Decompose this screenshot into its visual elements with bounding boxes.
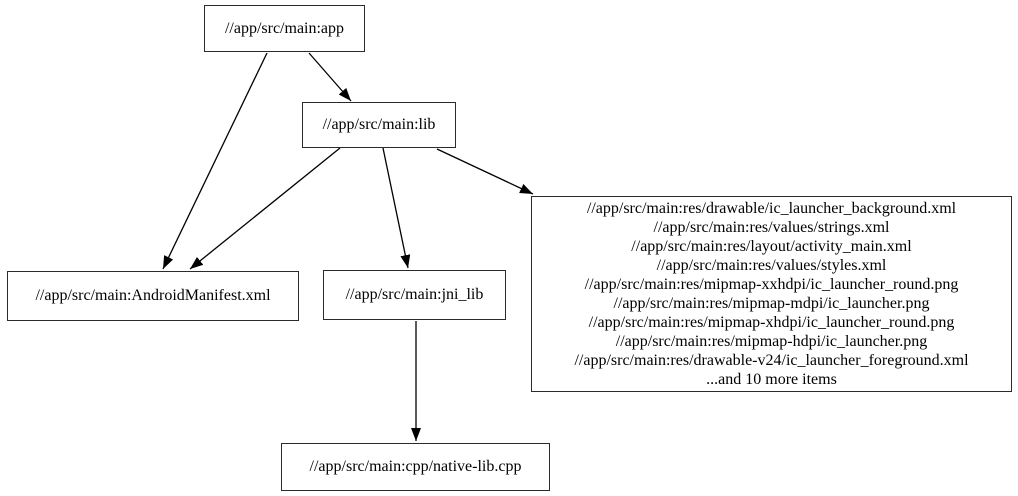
edge-app-to-manifest [162,52,268,270]
res-file-line: //app/src/main:res/layout/activity_main.… [631,238,912,255]
edge-app-to-lib [308,52,352,102]
node-native-lib-cpp: //app/src/main:cpp/native-lib.cpp [281,443,550,491]
edge-lib-to-manifest [189,147,341,270]
node-lib: //app/src/main:lib [302,102,456,148]
edge-lib-to-jni-lib [382,147,411,269]
res-file-line: //app/src/main:res/mipmap-xhdpi/ic_launc… [588,314,955,331]
node-jni-lib: //app/src/main:jni_lib [323,270,506,320]
res-more-items-line: ...and 10 more items [706,371,837,388]
res-file-line: //app/src/main:res/drawable-v24/ic_launc… [574,352,969,369]
edge-lib-to-res-group [436,148,534,195]
node-app: //app/src/main:app [204,5,365,52]
res-file-line: //app/src/main:res/mipmap-hdpi/ic_launch… [615,333,928,350]
res-file-line: //app/src/main:res/mipmap-xxhdpi/ic_laun… [584,276,959,293]
res-file-line: //app/src/main:res/values/styles.xml [656,257,887,274]
res-file-line: //app/src/main:res/drawable/ic_launcher_… [586,200,957,217]
node-android-manifest: //app/src/main:AndroidManifest.xml [7,271,299,321]
node-res-files-group: //app/src/main:res/drawable/ic_launcher_… [531,196,1012,392]
res-file-line: //app/src/main:res/values/strings.xml [653,219,890,236]
res-file-line: //app/src/main:res/mipmap-mdpi/ic_launch… [613,295,930,312]
